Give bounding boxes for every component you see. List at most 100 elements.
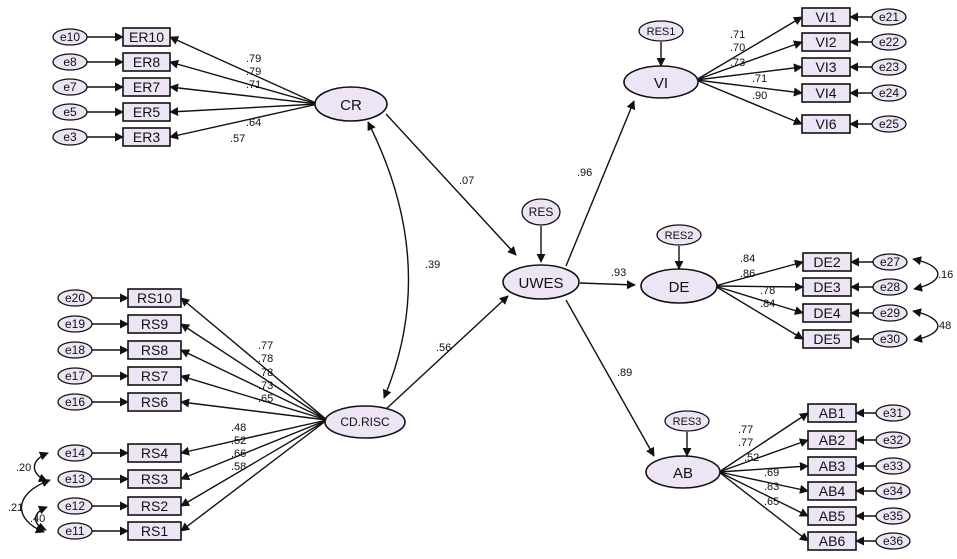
indicator-vi6: VI6 xyxy=(801,114,851,134)
latent-de-label: DE xyxy=(669,279,690,296)
indicator-vi1-label: VI1 xyxy=(815,9,836,25)
error-e23: e23 xyxy=(871,58,907,76)
error-e20-label: e20 xyxy=(65,291,85,305)
loading-rs7: .73 xyxy=(258,380,273,392)
indicator-rs3-label: RS3 xyxy=(141,471,168,487)
indicator-rs4: RS4 xyxy=(127,443,182,463)
loading-rs9: .78 xyxy=(258,353,273,365)
loading-de4: .78 xyxy=(760,285,775,297)
indicator-ab6-label: AB6 xyxy=(819,533,846,549)
indicator-layer: ER10e10ER8e8ER7e7ER5e5ER3e3RS10e20RS9e19… xyxy=(52,7,911,551)
latent-cr: CR xyxy=(314,86,388,122)
indicator-de3: DE3 xyxy=(802,277,852,297)
latent-de: DE xyxy=(640,268,718,304)
indicator-ab3: AB3 xyxy=(807,456,857,476)
error-e5: e5 xyxy=(52,103,88,121)
indicator-ab5-label: AB5 xyxy=(819,508,846,524)
error-e3-label: e3 xyxy=(63,130,77,144)
indicator-de5: DE5 xyxy=(802,329,852,349)
loading-path-ab3 xyxy=(718,462,809,473)
error-e35-label: e35 xyxy=(883,509,903,523)
error-e18: e18 xyxy=(57,341,93,359)
indicator-rs7-label: RS7 xyxy=(141,368,168,384)
indicator-rs9: RS9 xyxy=(127,314,182,334)
loading-de3: .86 xyxy=(740,268,755,280)
paths-layer xyxy=(20,12,939,546)
loading-path-rs7 xyxy=(180,374,328,421)
coef-e29-e30: .48 xyxy=(936,320,951,332)
loading-path-vi6 xyxy=(695,79,803,126)
error-e27: e27 xyxy=(872,253,908,271)
loading-path-ab1 xyxy=(718,412,809,473)
loading-vi6: .90 xyxy=(752,90,767,102)
loading-er10: .79 xyxy=(246,53,261,65)
error-e29: e29 xyxy=(872,304,908,322)
indicator-rs6-label: RS6 xyxy=(141,394,168,410)
path-uwes-vi xyxy=(565,100,636,267)
indicator-ab4-label: AB4 xyxy=(819,483,846,499)
indicator-er3-label: ER3 xyxy=(133,129,160,145)
loading-rs4: .48 xyxy=(231,422,246,434)
error-e27-label: e27 xyxy=(880,255,900,269)
path-cdrisc-uwes xyxy=(384,295,509,411)
error-e3: e3 xyxy=(52,128,88,146)
coef-uwes-ab: .89 xyxy=(617,367,632,379)
indicator-ab6: AB6 xyxy=(807,531,857,551)
latent-vi-label: VI xyxy=(654,75,668,92)
loading-rs8: .78 xyxy=(258,367,273,379)
loading-path-rs6 xyxy=(180,398,328,421)
indicator-rs2-label: RS2 xyxy=(141,498,168,514)
latent-cdrisc-label: CD.RISC xyxy=(340,415,390,429)
indicator-rs10-label: RS10 xyxy=(137,290,172,306)
loading-path-ab2 xyxy=(718,438,809,473)
loading-rs6: .65 xyxy=(258,393,273,405)
indicator-vi2: VI2 xyxy=(801,32,851,52)
indicator-er7: ER7 xyxy=(122,77,171,97)
error-e24-label: e24 xyxy=(879,86,899,100)
indicator-ab4: AB4 xyxy=(807,481,857,501)
error-e31-label: e31 xyxy=(883,406,903,420)
indicator-vi3-label: VI3 xyxy=(815,59,836,75)
loading-path-vi2 xyxy=(695,40,803,81)
error-e30-label: e30 xyxy=(880,332,900,346)
error-e11: e11 xyxy=(57,522,93,540)
error-e24: e24 xyxy=(871,84,907,102)
residual-res1-label: RES1 xyxy=(647,26,676,38)
loading-er8: .79 xyxy=(246,66,261,78)
error-e25-label: e25 xyxy=(879,117,899,131)
loading-er3: .57 xyxy=(230,133,245,145)
loading-path-rs9 xyxy=(180,323,328,421)
loading-rs10: .77 xyxy=(258,340,273,352)
covariance-cr-cdrisc xyxy=(367,121,410,399)
error-e16: e16 xyxy=(57,393,93,411)
error-e31: e31 xyxy=(875,404,911,422)
indicator-er10-label: ER10 xyxy=(129,29,164,45)
latent-cr-label: CR xyxy=(340,97,362,114)
error-e32: e32 xyxy=(875,431,911,449)
loading-de5: .84 xyxy=(760,298,775,310)
error-e19: e19 xyxy=(57,315,93,333)
error-e36: e36 xyxy=(875,532,911,550)
error-e34: e34 xyxy=(875,482,911,500)
loading-path-rs2 xyxy=(180,419,328,507)
latent-ab: AB xyxy=(645,455,721,489)
indicator-de4-label: DE4 xyxy=(813,305,840,321)
loading-path-de4 xyxy=(714,285,804,315)
error-e12-label: e12 xyxy=(65,499,85,513)
indicator-er10: ER10 xyxy=(122,27,171,47)
covariance-e14-e13 xyxy=(33,451,49,483)
loading-vi1: .71 xyxy=(730,29,745,41)
loading-vi2: .70 xyxy=(730,42,745,54)
loading-rs1: .58 xyxy=(231,461,246,473)
loading-er5: .64 xyxy=(246,117,261,129)
residual-res: RES xyxy=(521,198,561,226)
indicator-rs10: RS10 xyxy=(127,288,182,308)
error-e21: e21 xyxy=(871,8,907,26)
error-e7-label: e7 xyxy=(63,80,77,94)
error-e13: e13 xyxy=(57,470,93,488)
indicator-er3: ER3 xyxy=(122,127,171,147)
residual-res3: RES3 xyxy=(664,410,710,432)
loading-ab3: .52 xyxy=(744,452,759,464)
indicator-rs8: RS8 xyxy=(127,340,182,360)
